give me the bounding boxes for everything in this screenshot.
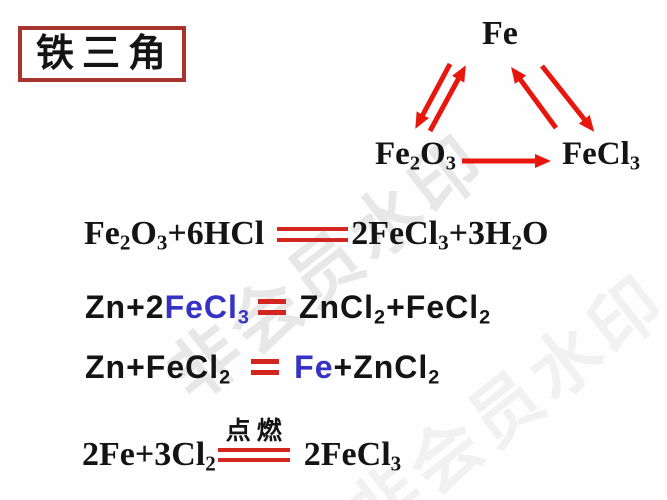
page-title: 铁三角 [35,33,174,75]
triangle-node-fe: Fe [482,15,518,52]
equation-lhs: Zn+FeCl2 [85,349,232,389]
equals-sign [257,299,286,316]
equation-fe-cl2: 2Fe+3Cl2 点燃 2FeCl3 [82,419,402,477]
highlighted-fecl3: FeCl [164,289,238,325]
equation-rhs: ZnCl2+FeCl2 [298,289,492,329]
equation-rhs: 2FeCl3+3H2O [351,215,549,255]
equals-sign [217,448,290,462]
arrow-fe2o3-to-fe [427,65,466,133]
equation-zn-fecl3: Zn+2FeCl3 ZnCl2+FeCl2 [85,288,492,329]
title-box: 铁三角 [18,26,186,82]
triangle-node-fe2o3: Fe2O3 [375,136,456,175]
equation-rhs: 2FeCl3 [303,436,402,476]
highlighted-fe: Fe [294,349,334,385]
reaction-condition-block: 点燃 [217,418,290,462]
equals-sign [277,226,349,242]
equation-lhs: 2Fe+3Cl2 [82,436,216,476]
equals-sign [251,359,280,376]
equation-rhs: Fe+ZnCl2 [294,349,441,389]
equation-lhs: Fe2O3+6HCl [84,215,265,255]
triangle-node-fecl3: FeCl3 [562,136,641,175]
arrow-fe-to-fecl3 [540,64,595,132]
arrow-fe-to-fe2o3 [415,62,453,129]
equation-lhs: Zn+2FeCl3 [85,289,250,329]
ignition-condition-label: 点燃 [225,418,288,445]
equation-zn-fecl2: Zn+FeCl2 Fe+ZnCl2 [85,348,441,389]
equation-fe2o3-hcl: Fe2O3+6HCl 2FeCl3+3H2O [84,214,548,255]
arrow-fecl3-to-fe [511,66,559,130]
